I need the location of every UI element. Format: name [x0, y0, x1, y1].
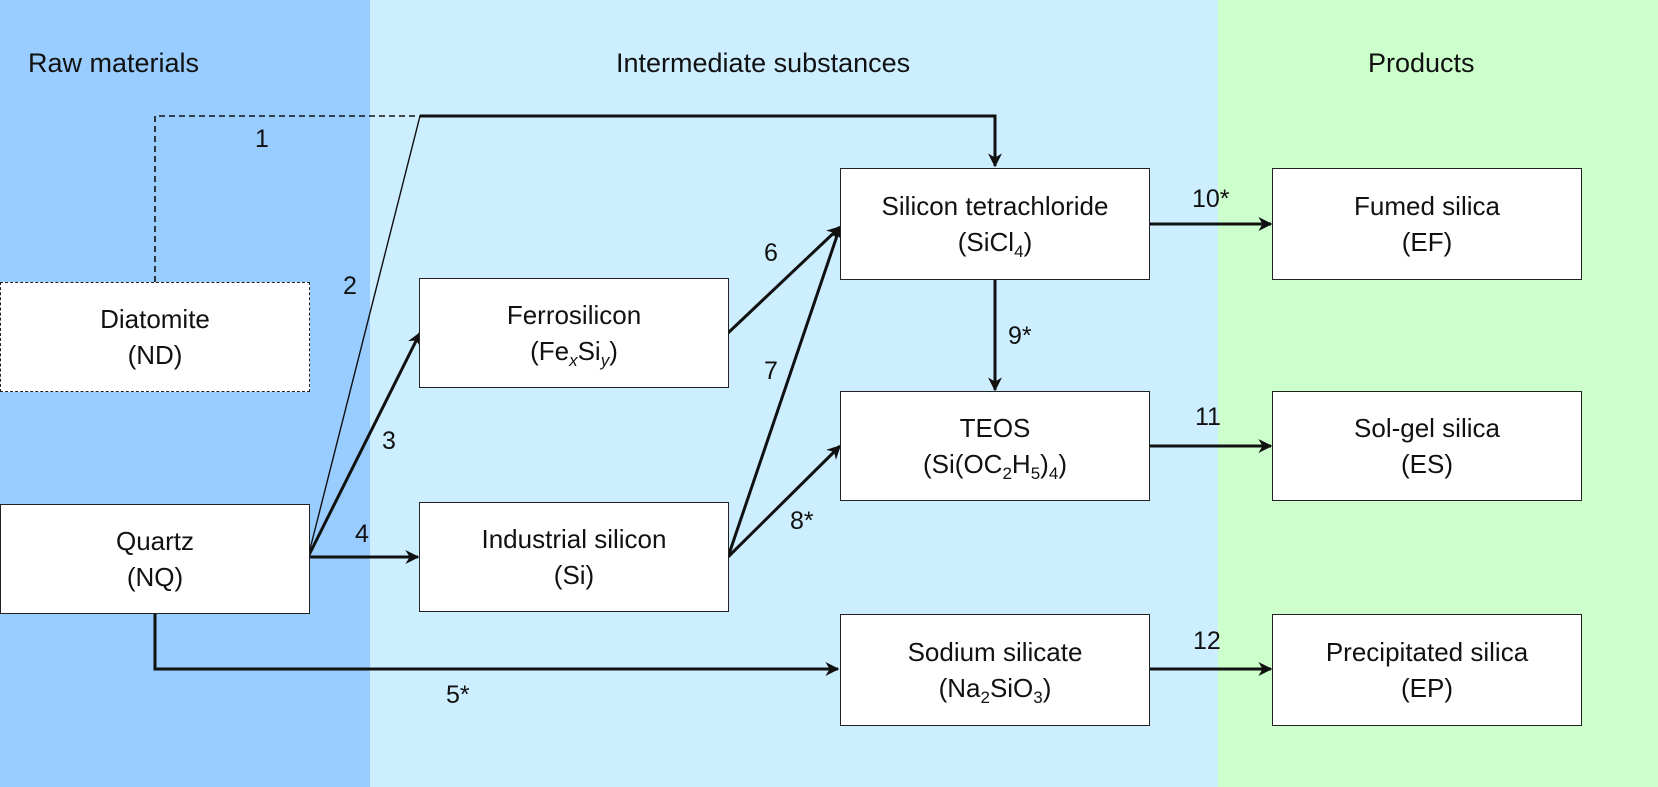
node-silicon-tetrachloride-formula: (SiCl4) — [957, 227, 1033, 262]
node-precipitated-silica-name: Precipitated silica — [1325, 637, 1529, 667]
raw-materials-band — [0, 0, 370, 787]
edge-5 — [153, 613, 840, 676]
node-fumed-silica-name: Fumed silica — [1354, 191, 1500, 221]
edge-label-1: 1 — [255, 125, 269, 153]
node-sodium-silicate: Sodium silicate (Na2SiO3) — [840, 614, 1150, 726]
node-quartz: Quartz (NQ) — [0, 504, 310, 614]
edge-8 — [726, 444, 842, 559]
edge-label-2: 2 — [343, 272, 357, 300]
edge-label-12: 12 — [1193, 627, 1221, 655]
node-sol-gel-silica-code: (ES) — [1401, 449, 1453, 479]
node-industrial-silicon-code: (Si) — [553, 560, 595, 590]
edge-7 — [726, 225, 843, 558]
node-diatomite-name: Diatomite — [100, 304, 210, 334]
edge-label-11: 11 — [1195, 403, 1221, 431]
node-quartz-name: Quartz — [115, 526, 195, 556]
node-sol-gel-silica: Sol-gel silica (ES) — [1272, 391, 1582, 501]
edge-1-2-to-sicl4 — [420, 114, 1002, 168]
edge-label-6: 6 — [764, 239, 778, 267]
node-fumed-silica-code: (EF) — [1401, 227, 1453, 257]
node-teos: TEOS (Si(OC2H5)4) — [840, 391, 1150, 501]
edge-label-9: 9* — [1008, 322, 1032, 350]
edge-3 — [306, 331, 422, 558]
edge-1-dashed — [154, 115, 420, 282]
node-ferrosilicon-formula: (FexSiy) — [530, 336, 618, 371]
heading-intermediate-substances: Intermediate substances — [616, 48, 911, 78]
node-silicon-tetrachloride-name: Silicon tetrachloride — [881, 191, 1109, 221]
edge-label-8: 8* — [790, 507, 814, 535]
edge-2 — [307, 115, 421, 558]
edge-label-5: 5* — [446, 681, 470, 709]
node-sol-gel-silica-name: Sol-gel silica — [1354, 413, 1500, 443]
node-industrial-silicon-name: Industrial silicon — [481, 524, 667, 554]
node-fumed-silica: Fumed silica (EF) — [1272, 168, 1582, 280]
node-industrial-silicon: Industrial silicon (Si) — [419, 502, 729, 612]
edge-label-7: 7 — [764, 357, 778, 385]
node-precipitated-silica-code: (EP) — [1401, 673, 1453, 703]
node-precipitated-silica: Precipitated silica (EP) — [1272, 614, 1582, 726]
node-teos-formula: (Si(OC2H5)4) — [923, 449, 1067, 484]
node-ferrosilicon-name: Ferrosilicon — [506, 300, 642, 330]
node-quartz-code: (NQ) — [126, 562, 184, 592]
node-sodium-silicate-name: Sodium silicate — [907, 637, 1083, 667]
node-diatomite: Diatomite (ND) — [0, 282, 310, 392]
edge-label-10: 10* — [1192, 185, 1230, 213]
node-teos-name: TEOS — [959, 413, 1031, 443]
heading-products: Products — [1368, 48, 1475, 78]
heading-raw-materials: Raw materials — [28, 48, 200, 78]
node-sodium-silicate-formula: (Na2SiO3) — [938, 673, 1052, 708]
edge-6 — [726, 225, 842, 335]
node-diatomite-code: (ND) — [127, 340, 183, 370]
node-ferrosilicon: Ferrosilicon (FexSiy) — [419, 278, 729, 388]
edge-label-3: 3 — [382, 427, 396, 455]
edge-label-4: 4 — [355, 520, 369, 548]
node-silicon-tetrachloride: Silicon tetrachloride (SiCl4) — [840, 168, 1150, 280]
